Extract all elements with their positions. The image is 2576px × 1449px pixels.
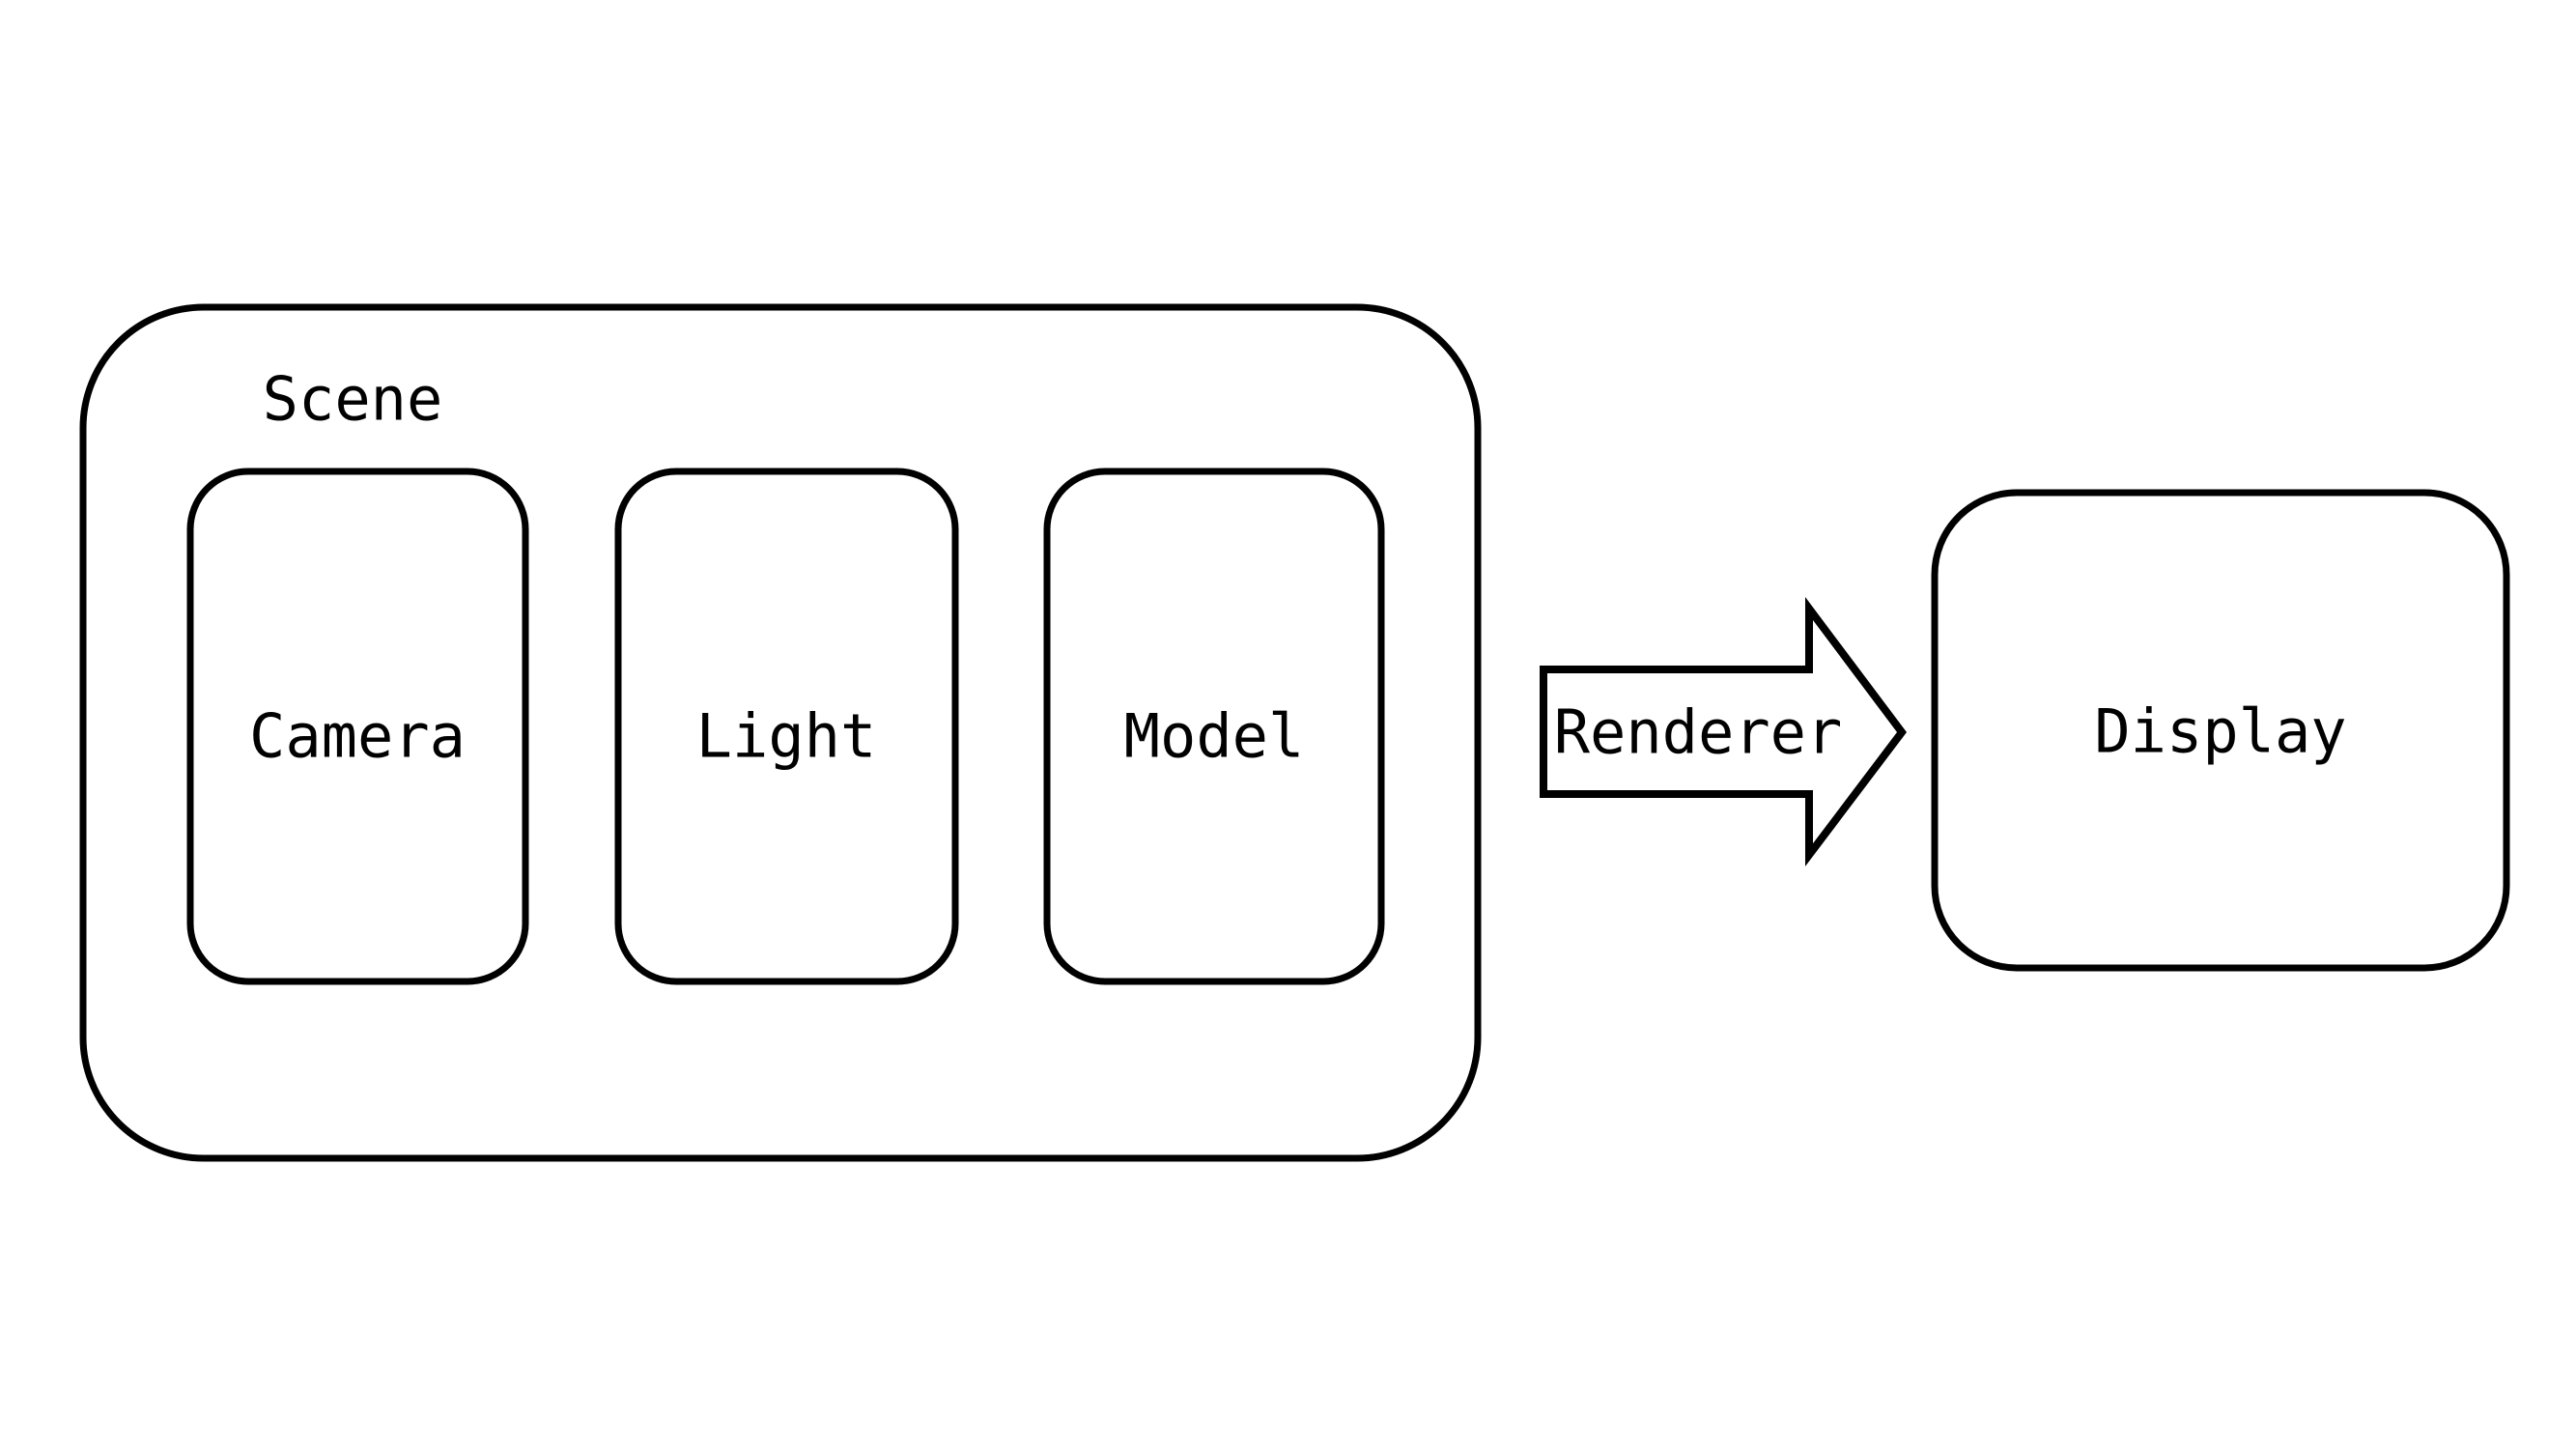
camera-label: Camera: [249, 701, 466, 772]
renderer-arrow-right-icon: [1540, 597, 1908, 867]
display-node: [1931, 489, 2510, 972]
display-label: Display: [2094, 696, 2346, 767]
renderer-label: Renderer: [1554, 697, 1843, 768]
light-label: Light: [696, 701, 877, 772]
scene-label: Scene: [263, 364, 443, 435]
model-node: [1043, 468, 1385, 985]
model-label: Model: [1124, 701, 1305, 772]
camera-node: [186, 468, 529, 985]
light-node: [614, 468, 959, 985]
